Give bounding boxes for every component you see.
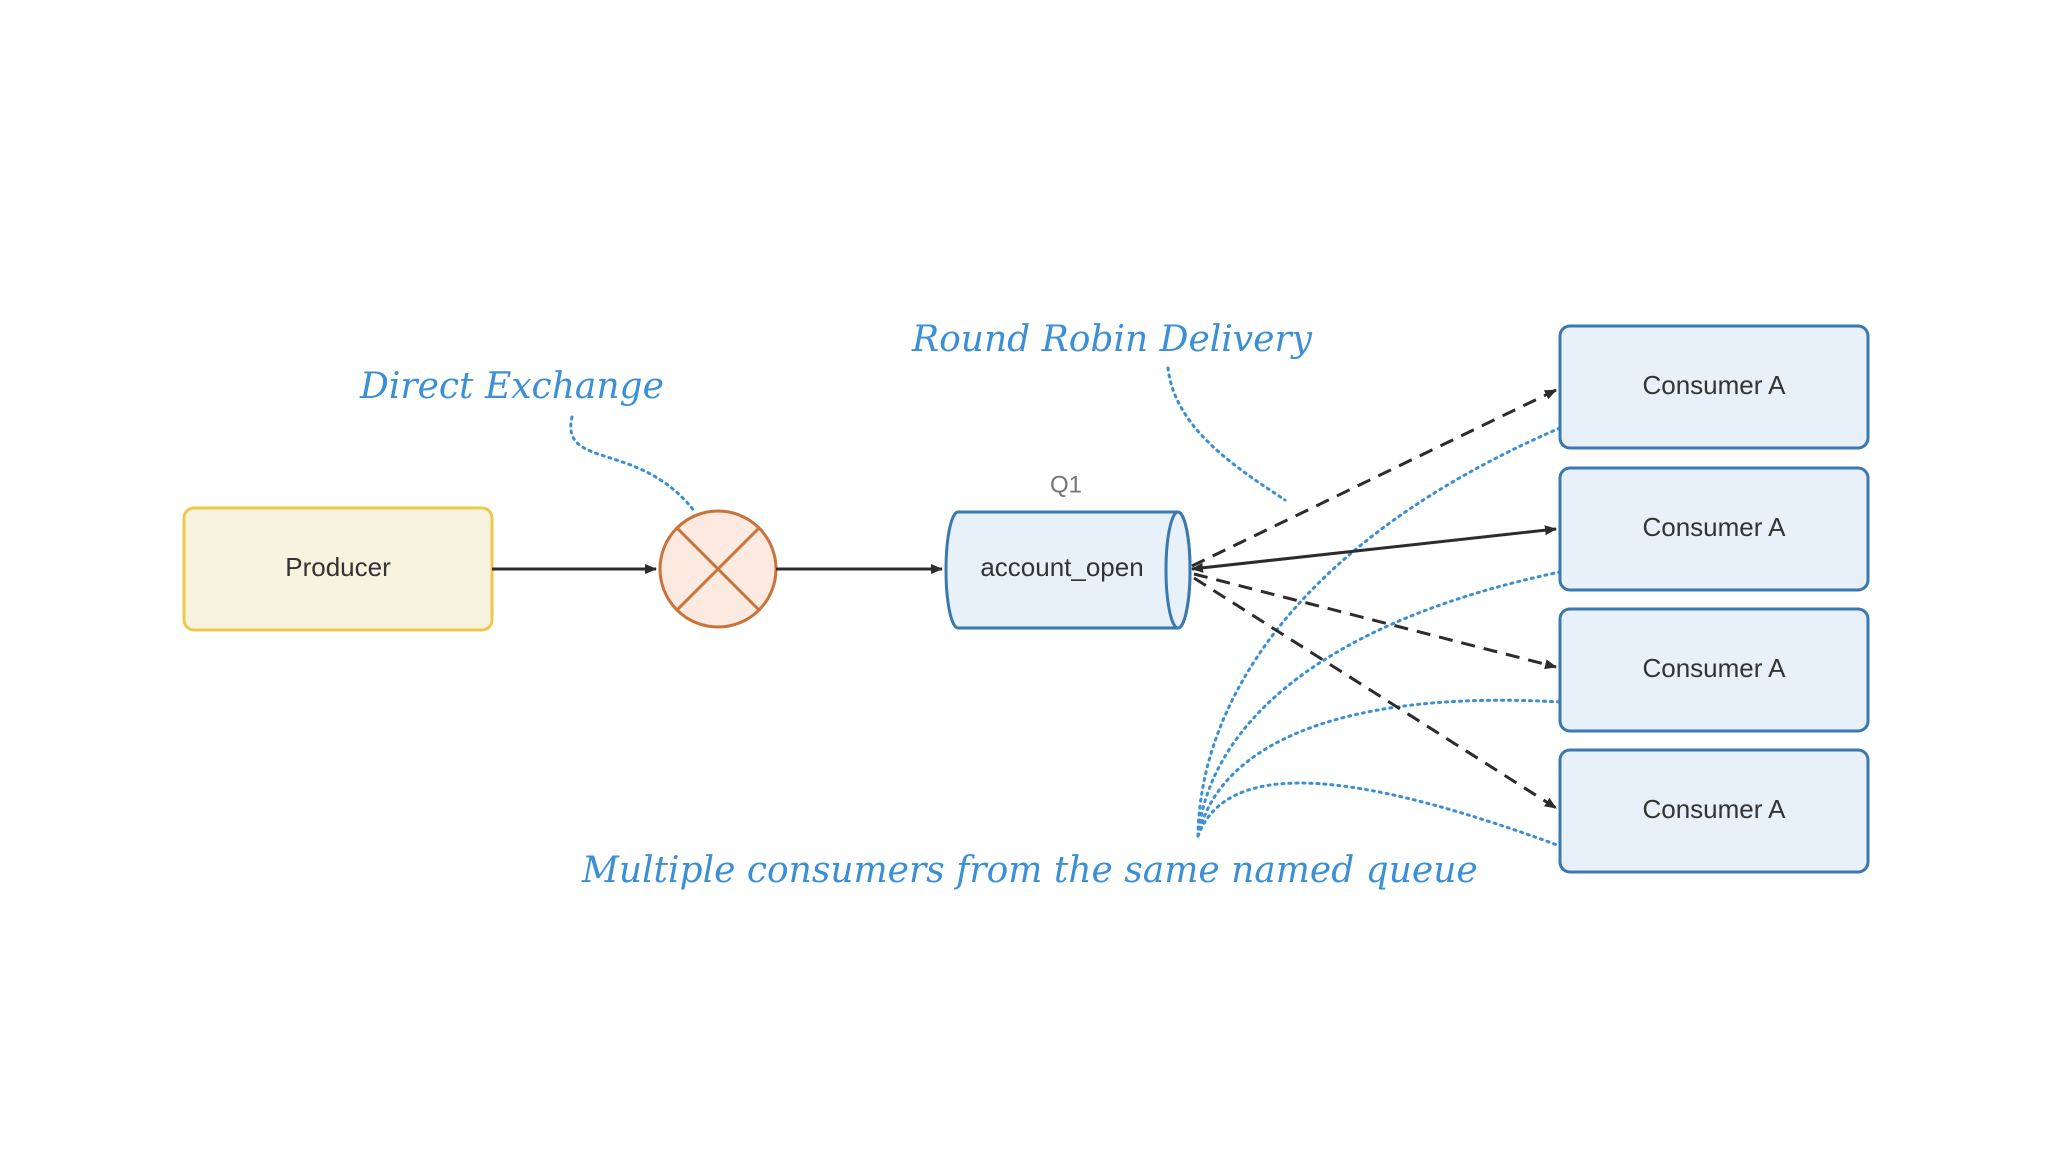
annotation-leaders: [569, 366, 1562, 848]
annotation-round-robin: Round Robin Delivery: [911, 319, 1313, 360]
leader-consumer-3: [1196, 698, 1562, 838]
consumer-node-4[interactable]: Consumer A: [1558, 748, 1870, 874]
leader-consumer-4: [1196, 781, 1562, 848]
annotation-multiple-consumers: Multiple consumers from the same named q…: [581, 850, 1478, 891]
leader-consumer-1: [1196, 426, 1562, 838]
edge-to-consumer-1: [1191, 388, 1557, 568]
edge-to-consumer-2: [1191, 525, 1557, 573]
leader-consumer-2: [1196, 570, 1562, 838]
consumer-label: Consumer A: [1642, 512, 1786, 542]
consumer-node-3[interactable]: Consumer A: [1558, 607, 1870, 733]
queue-label: account_open: [980, 552, 1143, 582]
consumer-label: Consumer A: [1642, 370, 1786, 400]
leader-direct-exchange: [569, 415, 697, 514]
edge-to-consumer-4: [1193, 576, 1557, 810]
consumer-label: Consumer A: [1642, 653, 1786, 683]
exchange-node[interactable]: [658, 509, 778, 629]
exchange-cross-line-2: [675, 526, 761, 612]
consumer-edges: [1191, 388, 1557, 810]
queue-node[interactable]: account_open: [944, 510, 1192, 630]
leader-round-robin: [1166, 366, 1287, 502]
queue-cylinder-end: [1164, 510, 1192, 630]
annotation-direct-exchange: Direct Exchange: [359, 366, 664, 407]
queue-name-label: Q1: [1050, 471, 1082, 498]
producer-node[interactable]: Producer: [182, 506, 494, 632]
producer-label: Producer: [285, 552, 391, 582]
consumer-label: Consumer A: [1642, 794, 1786, 824]
consumer-node-1[interactable]: Consumer A: [1558, 324, 1870, 450]
edge-to-consumer-3: [1193, 572, 1557, 670]
consumer-node-2[interactable]: Consumer A: [1558, 466, 1870, 592]
